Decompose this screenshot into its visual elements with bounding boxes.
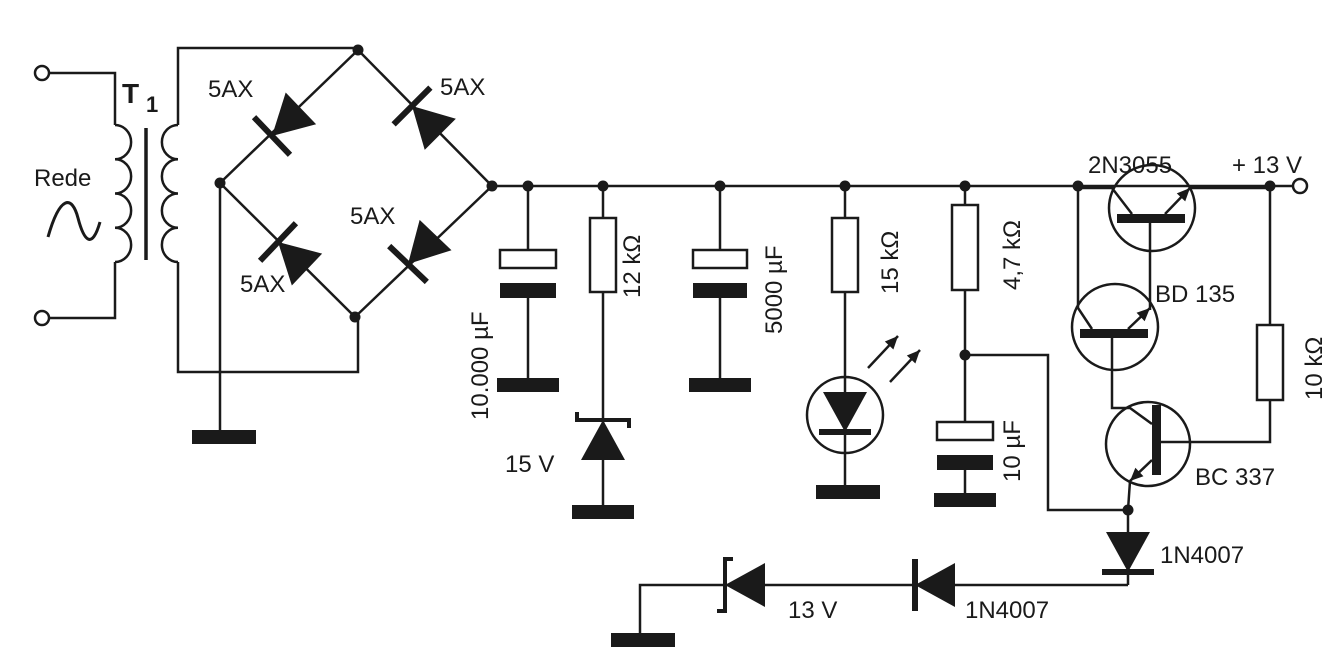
components — [33, 44, 1309, 647]
ground-icon — [689, 378, 751, 392]
wire — [176, 46, 358, 125]
wire — [49, 71, 117, 125]
zener-diode-15v — [581, 420, 625, 460]
terminal-icon — [33, 64, 51, 82]
cathode-bar — [387, 243, 429, 285]
arrow-head — [884, 336, 898, 350]
junction-dot — [486, 180, 498, 192]
c1-label: 10.000 µF — [467, 311, 494, 420]
junction-dot — [1072, 180, 1084, 192]
transformer-label: T — [122, 78, 139, 109]
ground-icon — [611, 633, 675, 647]
wire — [49, 262, 117, 320]
junction-dot — [1264, 180, 1276, 192]
q3-label: BC 337 — [1195, 464, 1275, 491]
junction-dot — [959, 349, 971, 361]
transistor-q1 — [1107, 163, 1197, 253]
diode-label-top-right: 5AX — [440, 74, 485, 101]
z1-label: 15 V — [505, 451, 554, 478]
diode-label-top-left: 5AX — [208, 76, 253, 103]
cathode-bar — [251, 115, 293, 157]
resistor-icon — [830, 216, 860, 294]
r1-label: 12 kΩ — [619, 235, 646, 298]
junction-dot — [714, 180, 726, 192]
junction-dot — [352, 44, 364, 56]
wire — [638, 583, 915, 640]
transistor-q3 — [1104, 400, 1192, 488]
capacitor-plate-negative — [693, 283, 747, 298]
wire — [965, 353, 1128, 512]
resistor-icon — [588, 216, 618, 294]
zener-diode-13v — [725, 563, 765, 607]
cathode-bar — [391, 85, 433, 127]
r2-label: 15 kΩ — [877, 231, 904, 294]
output-label: + 13 V — [1232, 152, 1302, 179]
capacitor-plate-negative — [500, 283, 556, 298]
junction-dot — [349, 311, 361, 323]
capacitor-plate-positive — [691, 248, 749, 270]
arrow-head — [906, 350, 920, 364]
diode-1n4007-horizontal — [915, 563, 955, 607]
wire — [1078, 186, 1133, 215]
zener-bar — [717, 557, 733, 613]
d2-label: 1N4007 — [965, 597, 1049, 624]
bridge-diode-bottom-right — [408, 219, 452, 264]
bridge-diode-top-right — [412, 106, 456, 150]
ground-icon — [816, 485, 880, 499]
ground-icon — [497, 378, 559, 392]
junction-dot — [522, 180, 534, 192]
diode-1n4007-vertical — [1106, 532, 1150, 572]
arrow-head — [1136, 308, 1150, 322]
capacitor-plate-positive — [935, 420, 995, 442]
capacitor-plate-positive — [498, 248, 558, 270]
wire — [1161, 400, 1272, 444]
wire — [1110, 338, 1153, 426]
transformer-subscript: 1 — [146, 92, 158, 117]
c2-label: 5000 µF — [761, 245, 788, 334]
junction-dot — [1122, 504, 1134, 516]
cathode-bar — [257, 221, 299, 263]
q1-label: 2N3055 — [1088, 152, 1172, 179]
q2-label: BD 135 — [1155, 281, 1235, 308]
ground-icon — [572, 505, 634, 519]
q3-base-bar — [1152, 405, 1161, 475]
resistor-icon — [1255, 323, 1285, 402]
arrow-head — [1176, 188, 1190, 202]
wire — [1076, 188, 1094, 330]
c3-label: 10 µF — [999, 420, 1026, 482]
ground-icon — [934, 493, 996, 507]
wire — [176, 262, 360, 374]
resistor-icon — [950, 203, 980, 292]
junction-dot — [959, 180, 971, 192]
junction-dot — [597, 180, 609, 192]
transistor-q2 — [1070, 282, 1160, 372]
secondary-coil-icon — [160, 123, 179, 264]
diode-label-bottom-left: 5AX — [240, 271, 285, 298]
q1-base-bar — [1117, 214, 1185, 223]
ground-icon — [192, 430, 256, 444]
arrow-head — [1130, 467, 1144, 481]
led-circle — [805, 375, 885, 455]
z2-label: 13 V — [788, 597, 837, 624]
junction-dot — [214, 177, 226, 189]
wires — [49, 46, 1293, 640]
d1-label: 1N4007 — [1160, 542, 1244, 569]
capacitor-plate-negative — [937, 455, 993, 470]
bridge-diode-bottom-left — [278, 242, 323, 286]
r3-label: 4,7 kΩ — [999, 220, 1026, 290]
zener-bar — [575, 412, 631, 428]
junction-dot — [839, 180, 851, 192]
diode-label-bottom-right: 5AX — [350, 203, 395, 230]
mains-label: Rede — [34, 165, 91, 192]
r4-label: 10 kΩ — [1301, 337, 1328, 400]
terminal-icon — [33, 309, 51, 327]
led-icon — [823, 392, 867, 432]
terminal-icon — [1291, 177, 1309, 195]
primary-coil-icon — [114, 123, 133, 264]
ac-sine-icon — [46, 201, 102, 241]
q2-base-bar — [1080, 329, 1148, 338]
bridge-diode-top-left — [272, 92, 317, 136]
